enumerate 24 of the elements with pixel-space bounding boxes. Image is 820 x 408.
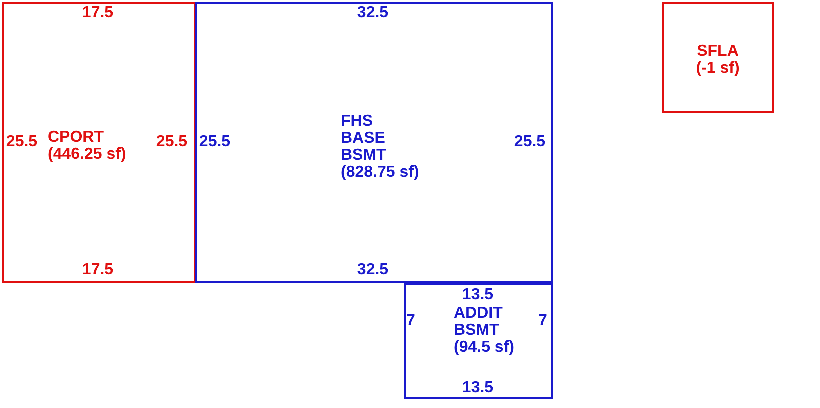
room-label: FHS BASE BSMT	[341, 113, 386, 164]
dimension-label: 25.5	[6, 134, 38, 150]
dimension-label: 7	[538, 312, 548, 330]
area-label: (828.75 sf)	[341, 164, 420, 181]
dimension-label: 32.5	[357, 262, 389, 278]
dimension-label: 25.5	[514, 134, 546, 150]
dimension-label: 17.5	[82, 262, 114, 278]
area-label: (94.5 sf)	[454, 339, 514, 356]
room-outline	[195, 2, 553, 283]
room-outline	[662, 2, 774, 113]
area-label: (-1 sf)	[695, 60, 741, 77]
dimension-label: 13.5	[462, 286, 494, 304]
area-label: (446.25 sf)	[48, 146, 126, 163]
dimension-label: 32.5	[357, 4, 389, 22]
dimension-label: 13.5	[462, 380, 494, 396]
room-outline	[2, 2, 196, 283]
room-label: SFLA	[697, 43, 739, 60]
room-label: ADDIT BSMT	[454, 305, 503, 339]
dimension-label: 25.5	[199, 134, 231, 150]
room-label: CPORT	[48, 129, 104, 146]
dimension-label: 17.5	[82, 4, 114, 22]
dimension-label: 7	[406, 312, 416, 330]
dimension-label: 25.5	[156, 134, 188, 150]
room-outline	[404, 283, 553, 399]
